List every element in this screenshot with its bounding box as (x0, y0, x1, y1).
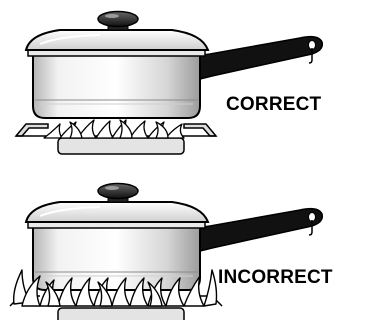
gas-burner-icon (15, 123, 217, 155)
flame-icon (12, 269, 218, 307)
correct-example (15, 10, 324, 155)
flame-icon (43, 119, 185, 139)
correct-label: CORRECT (226, 94, 322, 115)
incorrect-example (9, 182, 324, 320)
incorrect-label: INCORRECT (218, 267, 333, 288)
